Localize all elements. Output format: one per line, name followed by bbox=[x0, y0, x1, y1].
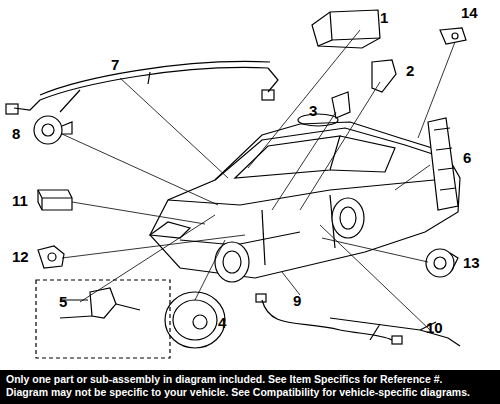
callout-number: 14 bbox=[461, 5, 478, 20]
callout-number: 9 bbox=[293, 293, 301, 308]
callout-number: 4 bbox=[218, 315, 226, 330]
callout-number: 8 bbox=[12, 126, 20, 141]
notice-band: Only one part or sub-assembly in diagram… bbox=[0, 370, 500, 404]
callout-number: 10 bbox=[426, 320, 443, 335]
callout-number: 1 bbox=[380, 10, 388, 25]
notice-text: Diagram may not be specific to your vehi… bbox=[6, 386, 494, 400]
callout-number: 12 bbox=[12, 249, 29, 264]
callout-number: 3 bbox=[309, 103, 317, 118]
callout-number: 2 bbox=[406, 63, 414, 78]
callout-number: 6 bbox=[463, 150, 471, 165]
callout-number: 13 bbox=[463, 255, 480, 270]
callout-number: 7 bbox=[111, 57, 119, 72]
callout-number: 5 bbox=[59, 294, 67, 309]
notice-text: Only one part or sub-assembly in diagram… bbox=[6, 373, 494, 387]
callout-number: 11 bbox=[12, 193, 28, 208]
